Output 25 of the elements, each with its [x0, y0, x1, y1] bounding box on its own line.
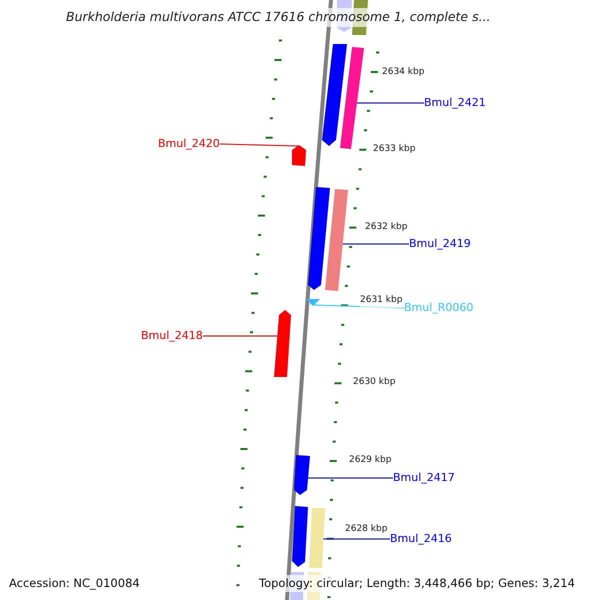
- gene-label: Bmul_2419: [409, 237, 471, 251]
- gene-label: Bmul_2420: [158, 137, 220, 151]
- gene-block: [322, 44, 347, 146]
- gene-block: [308, 187, 330, 290]
- map-info: Accession: NC_010084: [9, 575, 140, 592]
- gene-block: [274, 310, 291, 377]
- leader-line: [356, 102, 424, 104]
- leader-line: [322, 538, 390, 540]
- gene-marker: [306, 299, 320, 306]
- gene-label: Bmul_2418: [141, 329, 203, 343]
- gene-label: Bmul_2421: [424, 96, 486, 110]
- gene-label: Bmul_2417: [393, 471, 455, 485]
- scale-label: 2631 kbp: [360, 294, 402, 308]
- gene-block: [294, 455, 310, 495]
- map-title: Burkholderia multivorans ATCC 17616 chromosome 1, complete s...: [66, 8, 491, 27]
- gene-bar: [340, 47, 364, 149]
- gene-bar: [309, 508, 325, 568]
- gene-block: [292, 506, 308, 567]
- gene-label: Bmul_2416: [390, 532, 452, 546]
- leader-line: [219, 144, 298, 146]
- gene-block: [292, 145, 306, 166]
- map-info: Topology: circular; Length: 3,448,466 bp; Genes: 3,214: [259, 575, 575, 592]
- gene-label: Bmul_R0060: [404, 301, 474, 315]
- leader-line: [314, 304, 404, 308]
- gene-bar: [325, 189, 348, 291]
